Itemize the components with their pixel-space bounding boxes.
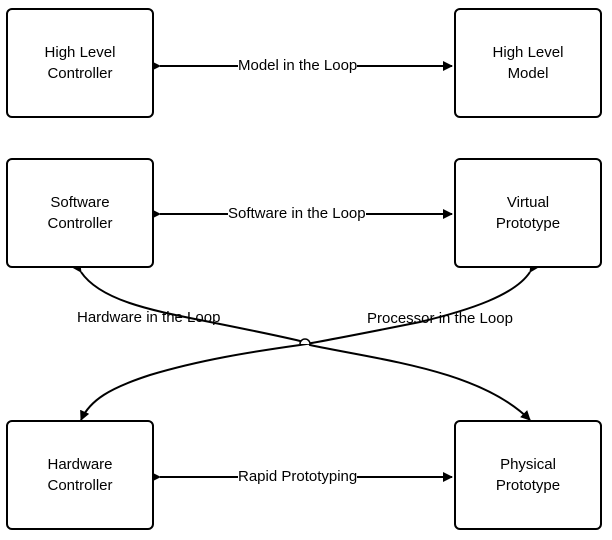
node-label-line: High Level xyxy=(44,44,116,61)
crossing-hop xyxy=(299,338,311,345)
node-label-line: Controller xyxy=(47,65,113,82)
node-label-line: Model xyxy=(507,65,549,82)
edge-hardware-in-the-loop xyxy=(71,261,531,421)
node-label-line: Virtual xyxy=(506,194,550,211)
node-label-line: High Level xyxy=(492,44,564,61)
edge-processor-in-the-loop xyxy=(80,261,540,421)
node-label-line: Software xyxy=(50,194,110,211)
edge-label-hardware-in-the-loop: Hardware in the Loop xyxy=(77,309,221,326)
edge-label-processor-in-the-loop: Processor in the Loop xyxy=(367,310,513,327)
node-label-line: Physical xyxy=(500,456,556,473)
edge-label-model-in-the-loop: Model in the Loop xyxy=(238,57,358,75)
edge-label-rapid-prototyping: Rapid Prototyping xyxy=(238,468,358,486)
node-label-line: Prototype xyxy=(495,215,561,232)
edge-label-software-in-the-loop: Software in the Loop xyxy=(228,205,366,223)
node-label-line: Prototype xyxy=(495,477,561,494)
node-label-line: Controller xyxy=(47,215,113,232)
node-label-line: Hardware xyxy=(47,456,113,473)
node-label-line: Controller xyxy=(47,477,113,494)
